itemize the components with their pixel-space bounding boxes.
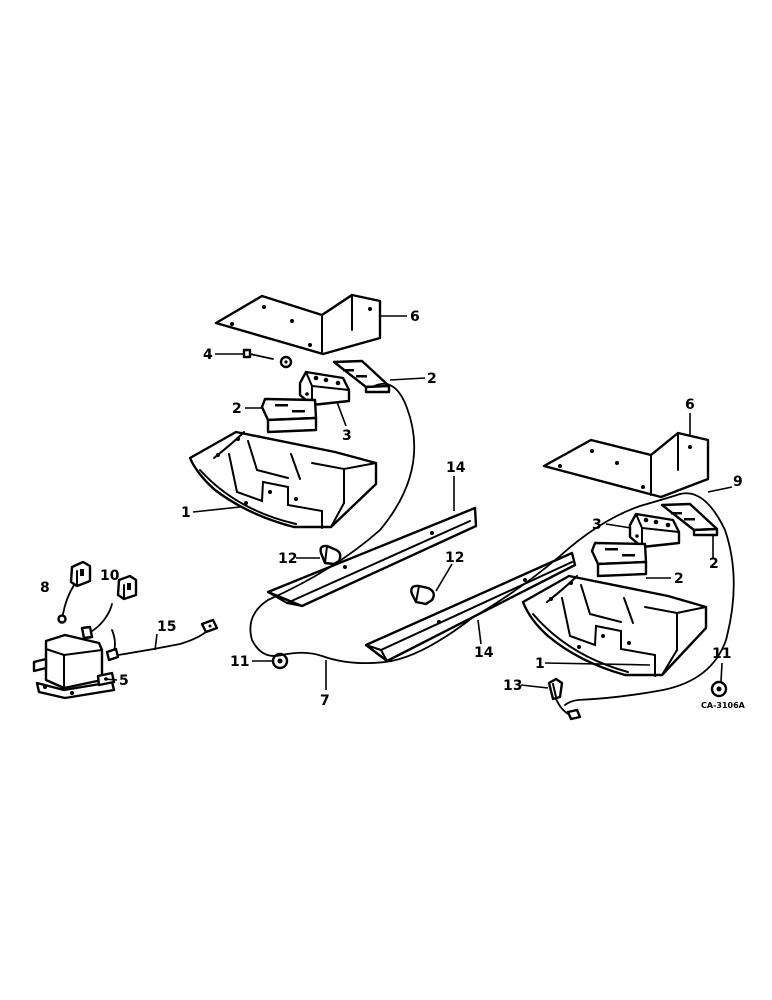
switch-right <box>628 512 681 549</box>
bolt-washer <box>242 348 293 369</box>
switch-left <box>298 370 351 407</box>
drawing-code: CA-3106A <box>701 701 746 710</box>
mounting-plate-left <box>214 293 382 356</box>
callout-1-left: 1 <box>181 505 191 521</box>
callout-7: 7 <box>320 693 330 709</box>
cradle-bracket-left <box>188 430 378 529</box>
callout-2-left-upper: 2 <box>427 371 437 387</box>
callout-6-right: 6 <box>685 397 695 413</box>
callout-14-lower: 14 <box>474 645 494 661</box>
callout-12-center: 12 <box>445 550 464 566</box>
callout-8: 8 <box>40 580 50 596</box>
callout-2-right-upper: 2 <box>709 556 719 572</box>
callout-5: 5 <box>119 673 129 689</box>
bracket-right-upper <box>660 502 719 537</box>
callout-3-left: 3 <box>342 428 352 444</box>
callout-13: 13 <box>503 678 522 694</box>
callout-6-left: 6 <box>410 309 420 325</box>
angle-iron-lower <box>364 551 577 663</box>
mounting-plate-right <box>542 431 710 499</box>
callout-2-right-lower: 2 <box>674 571 684 587</box>
callout-1-right: 1 <box>535 656 545 672</box>
clip-center <box>410 584 435 606</box>
wire-lead-15 <box>105 618 219 662</box>
callout-2-left-lower: 2 <box>232 401 242 417</box>
callout-10: 10 <box>100 568 120 584</box>
ring-terminal <box>566 708 582 721</box>
angle-iron-upper <box>266 506 478 608</box>
grommet-left <box>271 652 289 670</box>
callout-12-left: 12 <box>278 551 297 567</box>
relay <box>32 633 116 700</box>
connector-10 <box>80 574 138 640</box>
clip-left <box>319 544 342 566</box>
wire-harness <box>249 382 681 665</box>
callout-14-upper: 14 <box>446 460 466 476</box>
callout-leaders <box>103 315 733 690</box>
callout-4: 4 <box>203 347 213 363</box>
cradle-bracket-right <box>521 574 708 677</box>
connector-8 <box>57 560 92 624</box>
callout-9: 9 <box>733 474 743 490</box>
callout-15: 15 <box>157 619 176 635</box>
wire-lead-right <box>564 492 735 706</box>
callout-11-right: 11 <box>712 646 731 662</box>
grommet-right <box>710 680 728 698</box>
bracket-left-lower <box>260 397 318 434</box>
callout-3-right: 3 <box>592 517 602 533</box>
bracket-right-lower <box>590 541 648 578</box>
callout-11-left: 11 <box>230 654 249 670</box>
wire-clip <box>547 677 564 701</box>
